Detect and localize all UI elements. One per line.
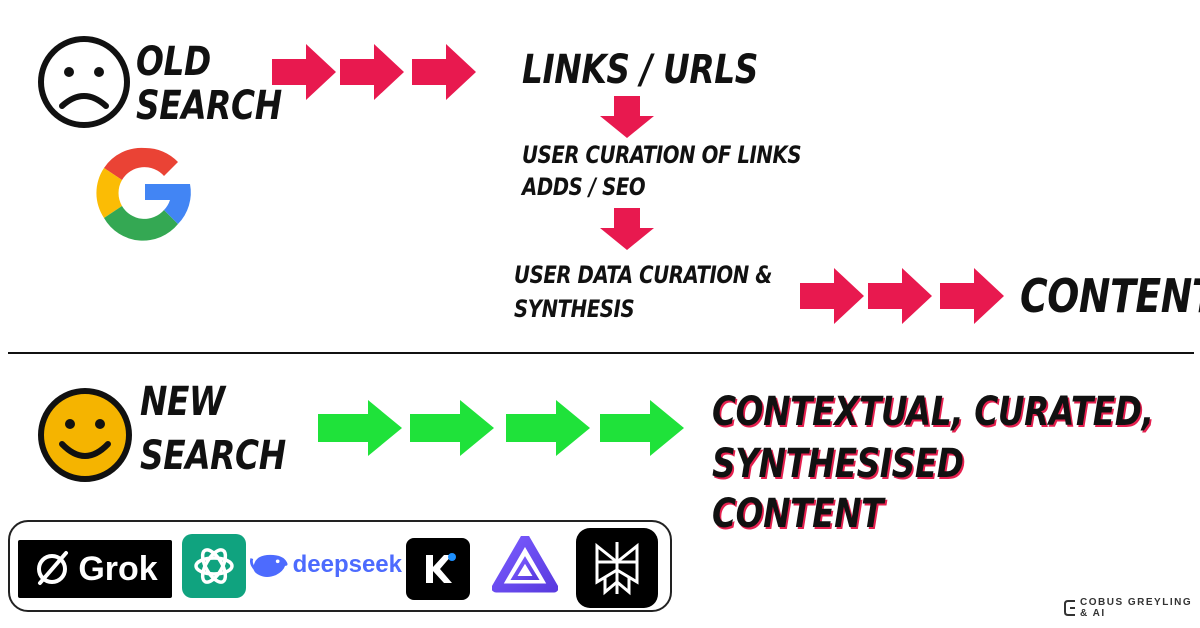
red-down-arrow-2 — [600, 208, 654, 250]
new-result-line2: SYNTHESISED — [712, 441, 964, 487]
cobus-greyling-logo-icon — [1064, 600, 1075, 616]
old-search-label-line2: SEARCH — [136, 83, 282, 129]
red-arrow-4 — [800, 268, 864, 324]
google-g-icon — [96, 147, 191, 241]
grok-icon — [37, 551, 69, 585]
kimi-icon — [426, 553, 456, 583]
user-data-curation-line1: USER DATA CURATION & — [514, 261, 772, 289]
content-label: CONTENT — [1020, 269, 1200, 323]
red-arrow-5 — [868, 268, 932, 324]
new-search-label-line2: SEARCH — [140, 433, 286, 479]
green-arrow-2 — [410, 400, 494, 456]
qwen-logo — [488, 534, 562, 600]
grok-wordmark: Grok — [78, 549, 158, 588]
deepseek-logo: deepseek — [250, 542, 402, 588]
new-result-line3: CONTENT — [712, 491, 884, 537]
perplexity-icon — [595, 542, 639, 596]
section-divider — [8, 352, 1194, 354]
chatgpt-icon — [194, 548, 234, 584]
ai-logos-container — [8, 520, 672, 612]
user-data-curation-line2: SYNTHESIS — [514, 295, 635, 323]
red-arrow-6 — [940, 268, 1004, 324]
qwen-icon — [492, 536, 558, 593]
green-arrow-1 — [318, 400, 402, 456]
old-search-label-line1: OLD — [136, 39, 211, 85]
deepseek-whale-icon — [250, 554, 288, 577]
brand-credit: COBUS GREYLING & AI — [1080, 597, 1192, 619]
sad-face-icon — [38, 36, 130, 128]
green-arrow-3 — [506, 400, 590, 456]
red-arrow-3 — [412, 44, 476, 100]
grok-logo: Grok — [18, 540, 172, 598]
brand-credit-line2: & AI — [1080, 608, 1106, 619]
chatgpt-logo — [182, 534, 246, 598]
new-search-label-line1: NEW — [140, 379, 225, 425]
user-curation-line2: ADDS / SEO — [522, 173, 646, 201]
new-result-line1: CONTEXTUAL, CURATED, — [712, 389, 1154, 435]
deepseek-wordmark: deepseek — [292, 551, 402, 578]
green-arrow-4 — [600, 400, 684, 456]
red-arrow-1 — [272, 44, 336, 100]
kimi-logo — [406, 538, 470, 600]
user-curation-line1: USER CURATION OF LINKS — [522, 141, 802, 169]
perplexity-logo — [576, 528, 658, 608]
red-arrow-2 — [340, 44, 404, 100]
red-down-arrow-1 — [600, 96, 654, 138]
brand-credit-line1: COBUS GREYLING — [1080, 597, 1193, 608]
smiley-face-icon — [38, 388, 132, 482]
links-urls-label: LINKS / URLS — [522, 47, 758, 93]
